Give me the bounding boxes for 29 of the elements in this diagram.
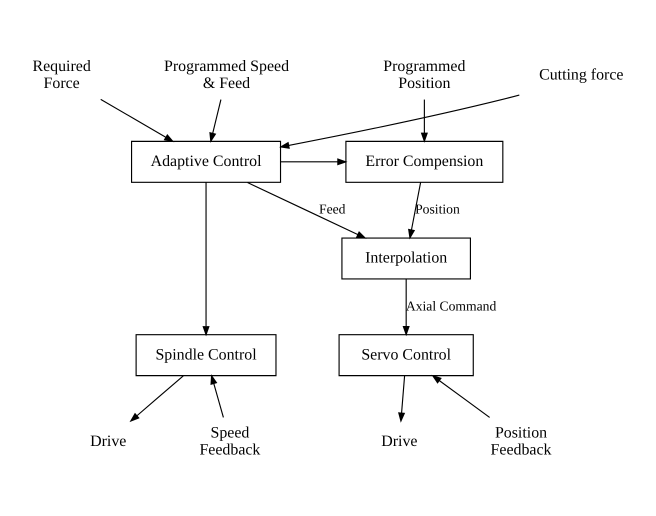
node-box: Adaptive Control — [131, 140, 282, 182]
node-text: Drive — [381, 432, 418, 450]
arrow — [202, 182, 210, 336]
node-text: Cutting force — [539, 66, 624, 84]
arrow — [431, 374, 490, 418]
arrow — [100, 98, 174, 142]
arrow — [402, 278, 410, 336]
arrow — [210, 374, 224, 418]
node-box: Spindle Control — [136, 334, 277, 376]
node-text: Required Force — [32, 58, 91, 92]
node-text: Programmed Position — [383, 58, 466, 92]
arrow — [279, 94, 520, 148]
node-box: Interpolation — [341, 236, 471, 280]
arrow — [247, 182, 367, 238]
edge-label: Axial Command — [406, 298, 496, 313]
node-text: Speed Feedback — [199, 424, 260, 458]
arrow — [280, 158, 348, 165]
arrow — [398, 375, 406, 422]
node-text: Drive — [90, 432, 126, 450]
node-text: Programmed Speed & Feed — [164, 58, 290, 92]
arrow — [130, 374, 184, 422]
arrow — [408, 182, 422, 240]
node-box: Servo Control — [338, 334, 474, 376]
node-box: Error Compension — [345, 140, 504, 182]
arrow — [209, 98, 222, 142]
edge-label: Position — [415, 201, 460, 216]
arrow — [420, 99, 428, 142]
edge-label: Feed — [319, 201, 346, 216]
node-text: Position Feedback — [490, 424, 552, 458]
